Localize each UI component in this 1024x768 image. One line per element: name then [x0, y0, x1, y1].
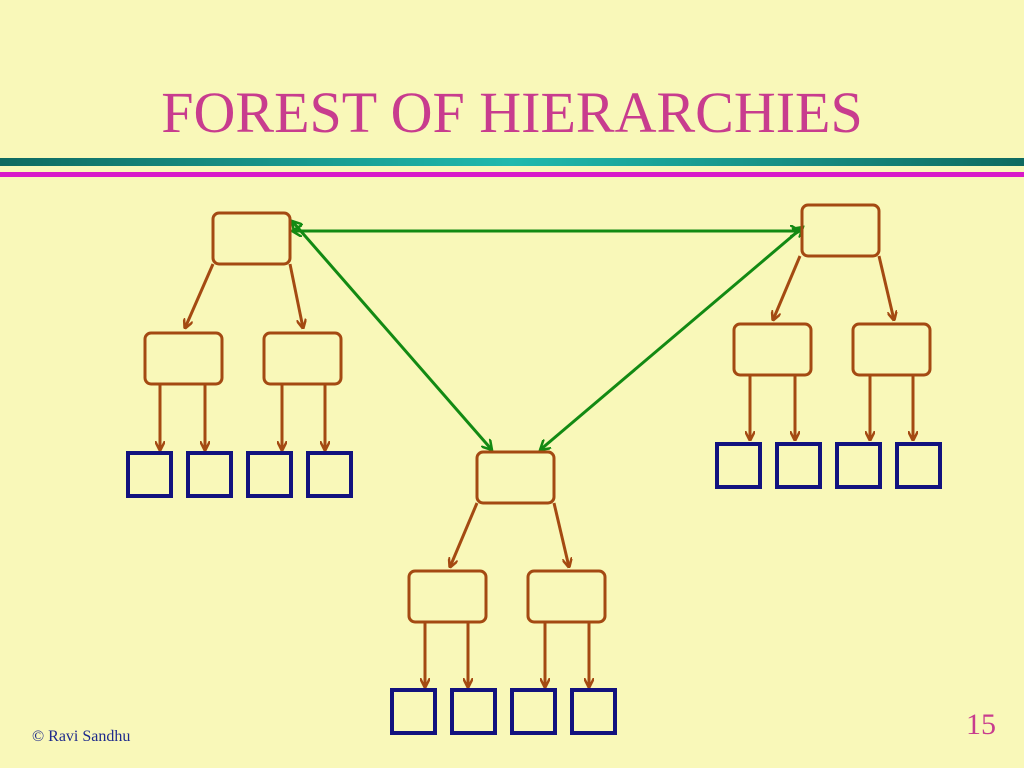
hierarchy-arrow — [877, 255, 894, 320]
leaf-node — [775, 442, 822, 489]
hierarchy-arrow — [185, 263, 215, 328]
title-divider-magenta — [0, 172, 1024, 177]
title-divider-teal — [0, 158, 1024, 166]
leaf-node — [715, 442, 762, 489]
leaf-node — [186, 451, 233, 498]
hierarchy-arrow — [552, 502, 569, 567]
leaf-node — [835, 442, 882, 489]
peer-link-right-bottom — [540, 227, 803, 450]
slide-title: FOREST OF HIERARCHIES — [161, 80, 863, 145]
root-node — [475, 450, 556, 505]
child-node — [851, 322, 932, 377]
root-node — [211, 211, 292, 266]
hierarchy-arrow — [773, 255, 802, 320]
leaf-node — [570, 688, 617, 735]
peer-link-left-bottom — [292, 221, 492, 450]
leaf-node — [510, 688, 557, 735]
leaf-node — [450, 688, 497, 735]
root-node — [800, 203, 881, 258]
child-node — [526, 569, 607, 624]
child-node — [143, 331, 224, 386]
leaf-node — [390, 688, 437, 735]
hierarchy-right — [715, 203, 942, 489]
hierarchy-bottom — [390, 450, 617, 735]
hierarchy-arrow — [288, 263, 303, 328]
hierarchy-left — [126, 211, 353, 498]
hierarchy-arrow — [450, 502, 479, 567]
child-node — [262, 331, 343, 386]
leaf-node — [306, 451, 353, 498]
leaf-node — [126, 451, 173, 498]
leaf-node — [895, 442, 942, 489]
page-number: 15 — [966, 708, 996, 741]
child-node — [407, 569, 488, 624]
child-node — [732, 322, 813, 377]
leaf-node — [246, 451, 293, 498]
copyright-footer: © Ravi Sandhu — [32, 728, 131, 745]
